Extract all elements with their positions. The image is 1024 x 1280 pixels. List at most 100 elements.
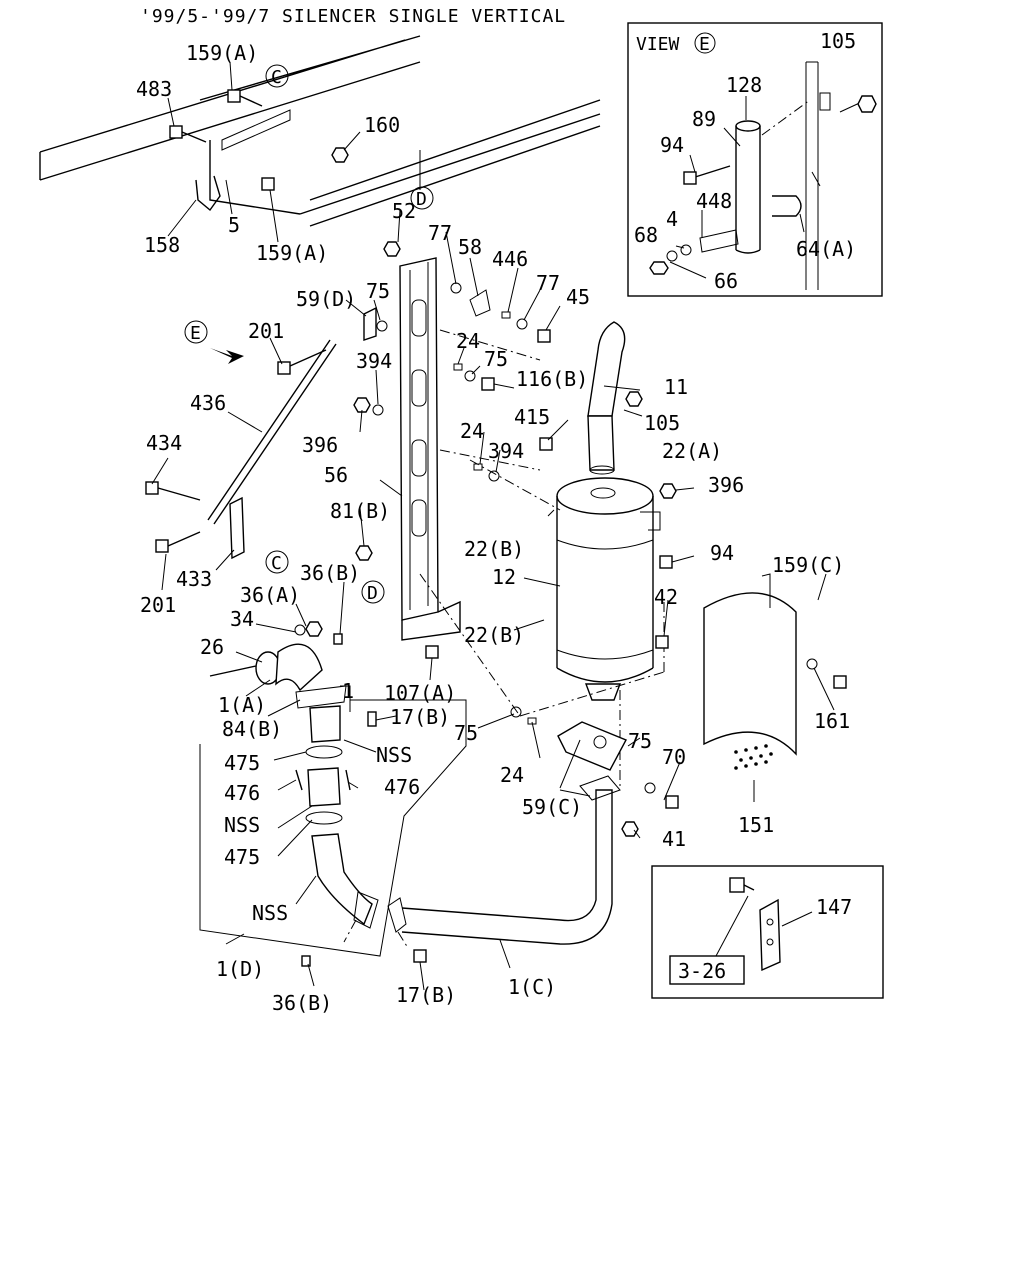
muffler-bracket — [640, 511, 661, 531]
label-42: 42 — [654, 585, 678, 609]
leader-3-26 — [715, 895, 749, 957]
label-5: 5 — [228, 213, 240, 237]
label-433: 433 — [176, 567, 212, 591]
label-446: 446 — [492, 247, 528, 271]
washer-75a — [376, 320, 388, 332]
pipe-1c-top-flange — [579, 775, 621, 801]
muffler-inlet — [584, 683, 622, 701]
washer-77a — [450, 282, 462, 294]
crossmember-slot — [221, 109, 291, 151]
label-160: 160 — [364, 113, 400, 137]
label-12: 12 — [492, 565, 516, 589]
frame-rail — [39, 35, 601, 227]
label-94: 94 — [660, 133, 684, 157]
plate-56-flange — [409, 262, 429, 610]
label-36a: 36(A) — [240, 583, 300, 607]
label-147: 147 — [816, 895, 852, 919]
view-e-bracket — [805, 61, 819, 290]
spacer-446 — [501, 311, 511, 319]
label-436: 436 — [190, 391, 226, 415]
bolt-159a-top-shank — [239, 95, 263, 107]
view-e-frame — [627, 22, 883, 297]
label-70: 70 — [662, 745, 686, 769]
bolt-45 — [537, 329, 551, 343]
bolt-483-shank — [181, 131, 207, 143]
label-434: 434 — [146, 431, 182, 455]
muffler-top — [556, 477, 654, 515]
label-448: 448 — [696, 189, 732, 213]
washer-34 — [294, 624, 306, 636]
tailpipe-top — [735, 120, 761, 132]
heat-shield-tab — [761, 573, 771, 608]
exhaust-piping — [199, 621, 679, 967]
bolt-159a-bottom — [261, 177, 275, 191]
bolt-159a-top — [227, 89, 241, 103]
pipe-1c-flange — [387, 897, 407, 933]
label-475-upper: 475 — [224, 751, 260, 775]
bolt-107a — [425, 645, 439, 659]
u-bolt-64a — [772, 195, 802, 217]
leader-66 — [669, 261, 707, 279]
bolt-415 — [539, 437, 553, 451]
nut-105 — [625, 391, 643, 407]
label-394-lower: 394 — [488, 439, 524, 463]
u-bolt-nut — [811, 171, 821, 187]
bracket-147-hole-b — [766, 938, 774, 946]
muffler-sides — [556, 496, 654, 668]
label-45: 45 — [566, 285, 590, 309]
plate-56-slot-1 — [411, 299, 427, 337]
label-396-right: 396 — [708, 473, 744, 497]
plate-56-slot-3 — [411, 439, 427, 477]
label-476-left: 476 — [224, 781, 260, 805]
nut-52 — [383, 241, 401, 257]
plate-56-slot-4 — [411, 499, 427, 537]
frame-leaders — [167, 61, 361, 243]
label-483: 483 — [136, 77, 172, 101]
label-56: 56 — [324, 463, 348, 487]
callout-d-bottom-letter: D — [367, 583, 378, 604]
view-e-clip — [819, 92, 831, 111]
label-105: 105 — [644, 411, 680, 435]
label-476-right: 476 — [384, 775, 420, 799]
bracket-59c-hole — [593, 735, 607, 749]
label-nss-mid: NSS — [224, 813, 260, 837]
label-nss-lower: NSS — [252, 901, 288, 925]
joint-upper-pipe — [309, 705, 341, 743]
bracket-158 — [195, 175, 221, 212]
label-24-lower: 24 — [500, 763, 524, 787]
washer-77b — [516, 318, 528, 330]
label-34: 34 — [230, 607, 254, 631]
label-415: 415 — [514, 405, 550, 429]
elbow-1a-body — [275, 643, 323, 692]
nut-36a — [305, 621, 323, 637]
callout-d-bottom — [361, 580, 385, 604]
clamp-448 — [699, 229, 739, 253]
washer-75b — [464, 370, 476, 382]
label-66: 66 — [714, 269, 738, 293]
clamp-22a-bottom — [589, 465, 615, 475]
leader-64a — [799, 213, 805, 233]
pipe-1d — [311, 833, 373, 926]
pipe-joint-centerlines — [343, 919, 409, 949]
label-26: 26 — [200, 635, 224, 659]
reference-label-box — [669, 955, 745, 985]
muffler-bands — [556, 539, 654, 660]
label-41: 41 — [662, 827, 686, 851]
leader-4 — [675, 245, 685, 249]
reference-label: 3-26 — [678, 959, 726, 983]
view-e-centerline-a — [761, 99, 811, 136]
label-116b: 116(B) — [516, 367, 588, 391]
nut-81b — [355, 545, 373, 561]
nut-41 — [621, 821, 639, 837]
bolt-483 — [169, 125, 183, 139]
label-394-upper: 394 — [356, 349, 392, 373]
callout-c-top — [265, 64, 289, 88]
label-68: 68 — [634, 223, 658, 247]
plate-56-foot — [401, 600, 461, 641]
exhaust-stack-11 — [587, 321, 626, 417]
washer-394b — [488, 470, 500, 482]
stay-rod-436 — [207, 339, 337, 525]
nut-396a — [353, 397, 371, 413]
label-89: 89 — [692, 107, 716, 131]
